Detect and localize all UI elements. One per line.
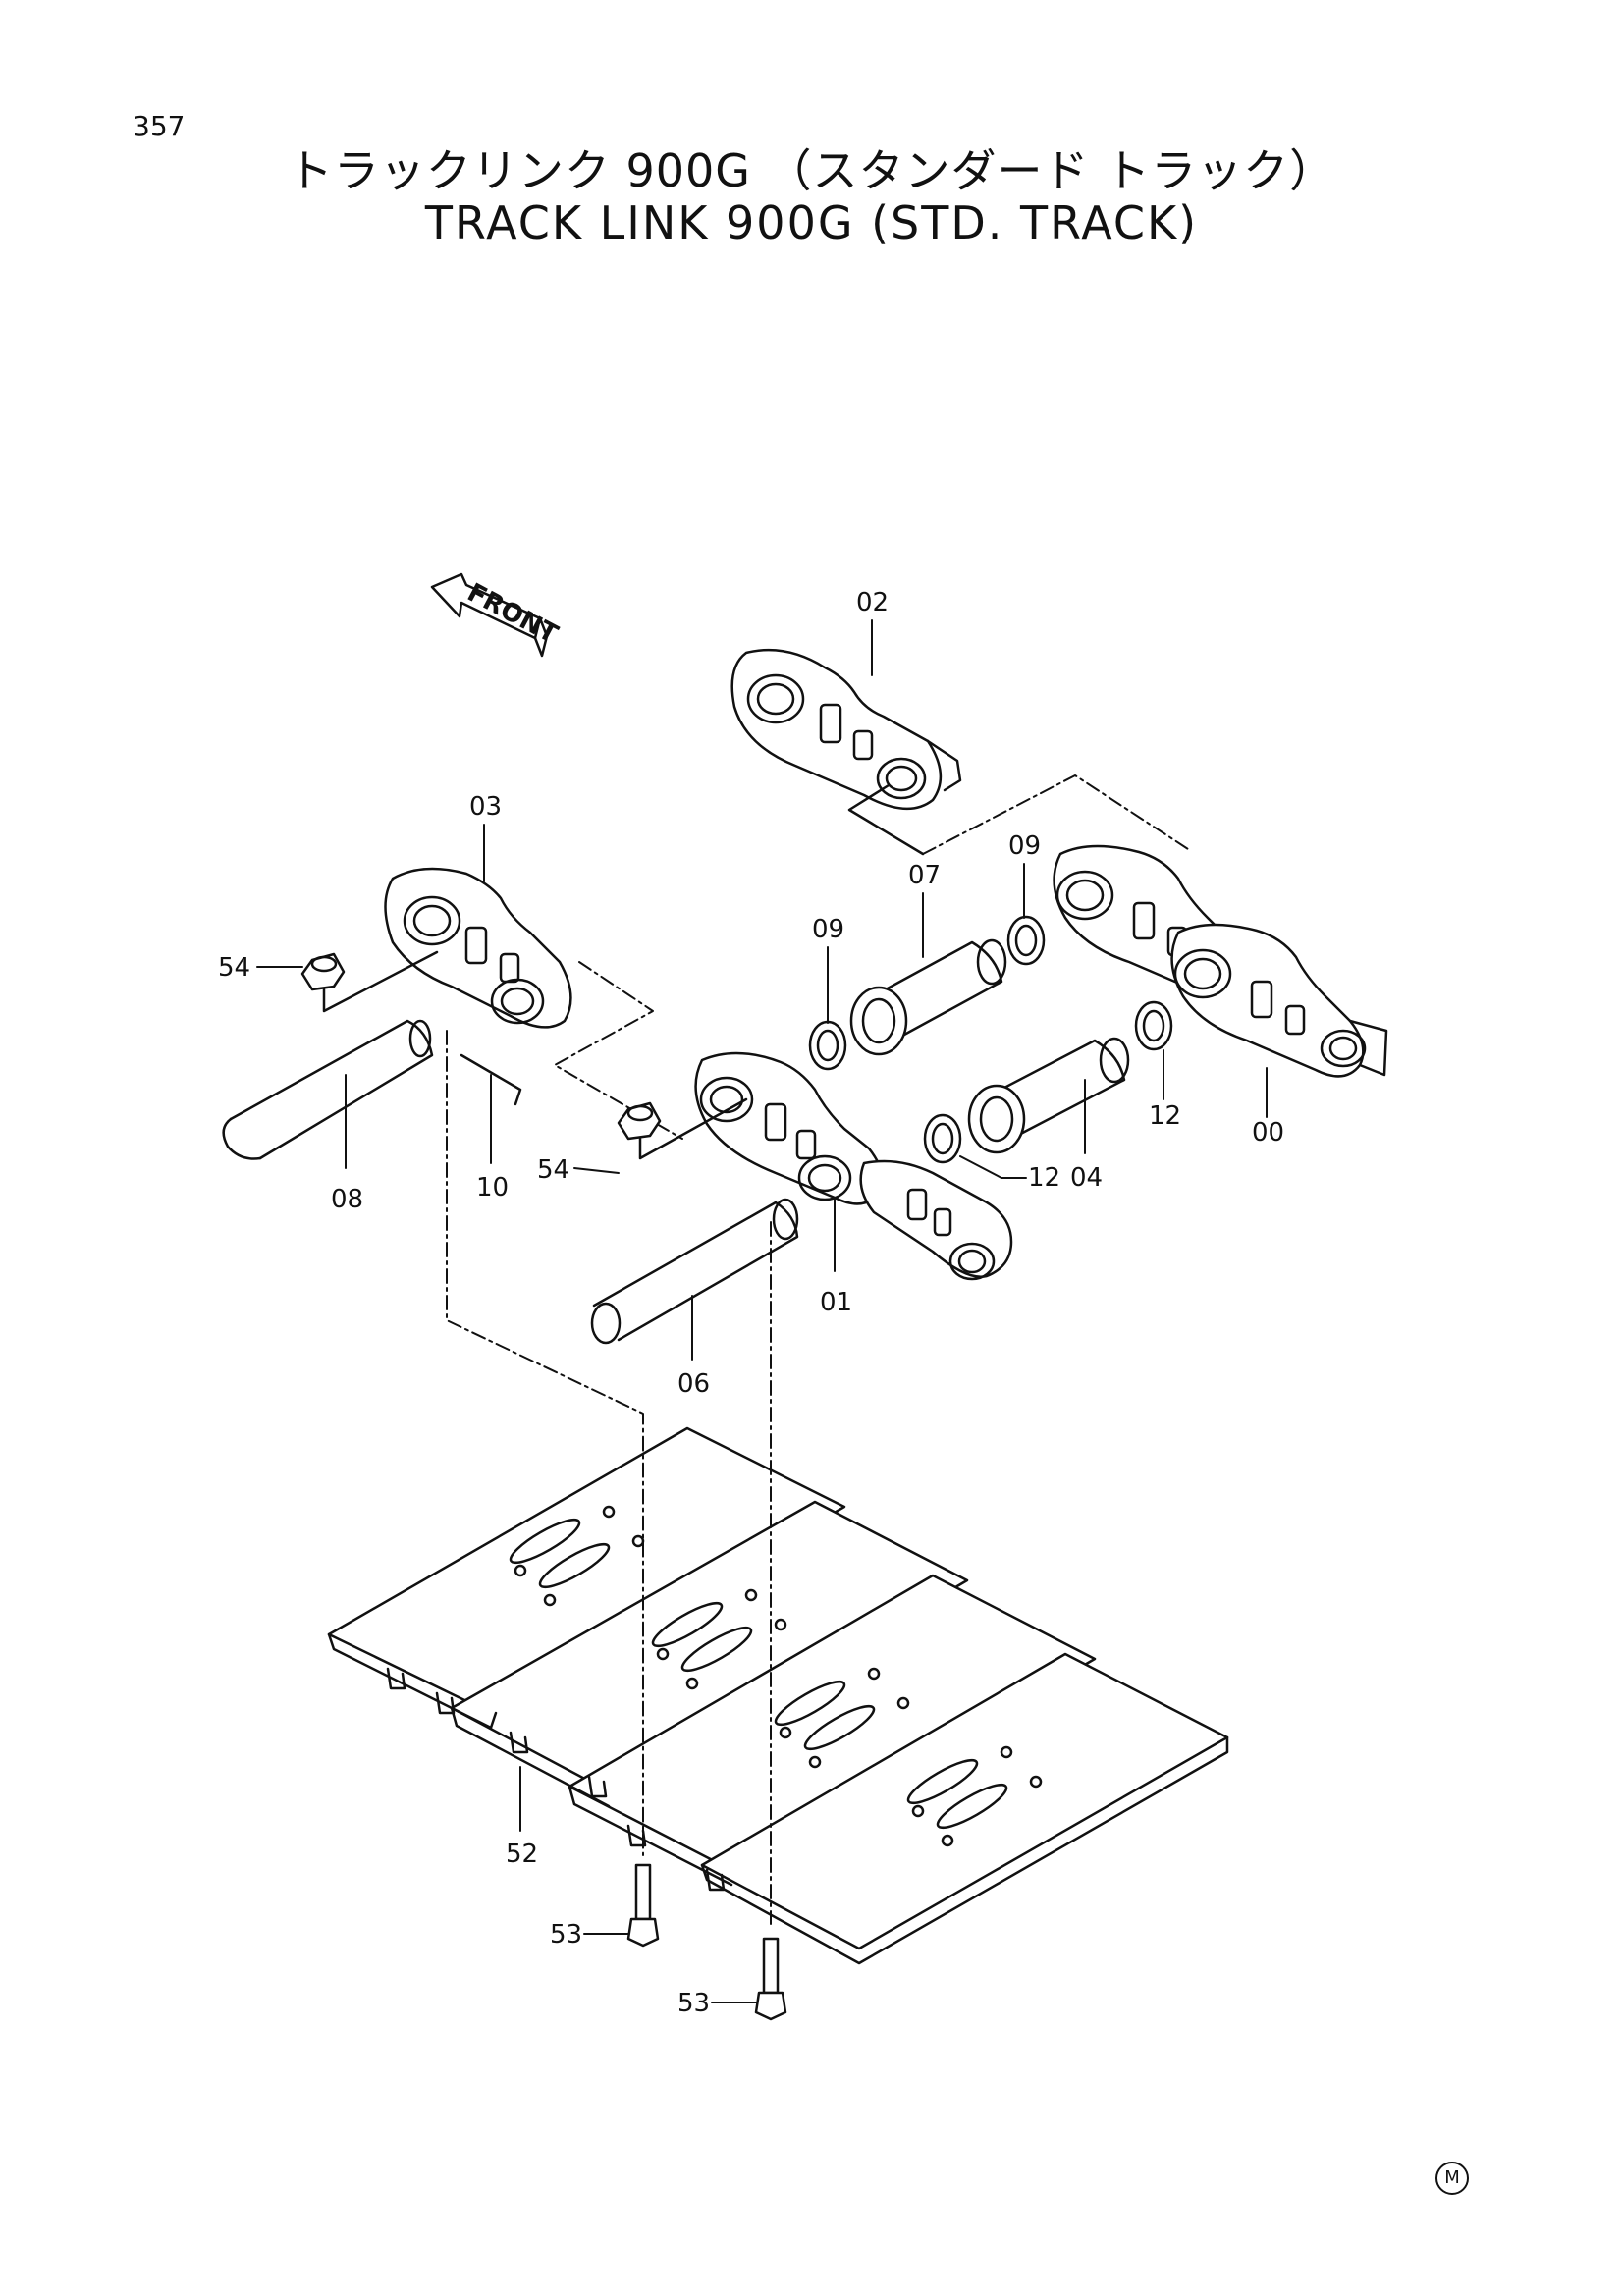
title-english: TRACK LINK 900G (STD. TRACK): [424, 196, 1199, 249]
track-link-02: [730, 648, 962, 811]
callout-52: 52: [506, 1840, 538, 1869]
pin-06: [590, 1198, 799, 1345]
callout-04: 04: [1070, 1163, 1103, 1193]
track-link-00-front: [1170, 923, 1388, 1078]
corner-m-mark: M: [1435, 2162, 1469, 2195]
callout-09-right: 09: [1008, 831, 1041, 861]
master-pin-08: [222, 1019, 434, 1160]
seal-12-left: [923, 1113, 962, 1164]
lock-pin-10: [460, 1053, 522, 1106]
callout-54-lower: 54: [537, 1155, 569, 1185]
callout-08: 08: [331, 1185, 363, 1214]
bushing-07: [849, 938, 1007, 1056]
bolt-53-right: [754, 1937, 787, 2021]
callout-53-left: 53: [550, 1920, 582, 1949]
track-link-01-partner: [859, 1159, 1013, 1281]
bolt-53-left: [626, 1863, 660, 1948]
callout-07: 07: [908, 861, 941, 890]
seal-09-left: [808, 1020, 847, 1071]
track-link-01: [694, 1051, 884, 1205]
callout-09-left: 09: [812, 915, 844, 944]
seal-09-right: [1006, 915, 1046, 966]
seal-12-right: [1134, 1000, 1173, 1051]
title-japanese: トラックリンク 900G （スタンダード トラック）: [287, 144, 1336, 197]
callout-12-left: 12: [1028, 1163, 1060, 1193]
callout-54-upper: 54: [218, 953, 250, 983]
callout-10: 10: [476, 1173, 509, 1202]
callout-00: 00: [1252, 1118, 1284, 1148]
front-arrow-icon: [430, 572, 549, 658]
callout-01: 01: [820, 1288, 852, 1317]
callout-02: 02: [856, 588, 889, 617]
track-shoe-plates-52: [327, 1426, 1229, 1965]
callout-12-right: 12: [1149, 1101, 1181, 1131]
callout-53-right: 53: [677, 1989, 710, 2018]
callout-03: 03: [469, 792, 502, 822]
callout-06: 06: [677, 1369, 710, 1399]
track-link-03: [384, 867, 572, 1029]
bushing-04: [967, 1037, 1130, 1154]
front-label: FRONT: [462, 578, 563, 650]
nut-54-upper: [300, 952, 346, 991]
page-number: 357: [133, 110, 186, 142]
nut-54-lower: [617, 1101, 662, 1141]
